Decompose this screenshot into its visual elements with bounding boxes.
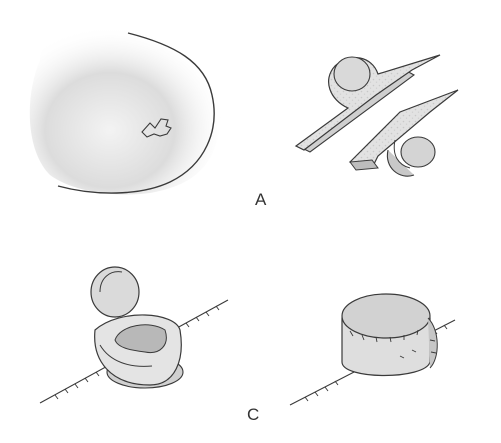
blob-shape [30, 25, 221, 194]
cylinder-structure [290, 294, 455, 405]
label-c: C [247, 405, 259, 425]
folded-sheets [296, 55, 458, 176]
rolled-structure [40, 267, 228, 403]
label-a: A [255, 190, 266, 210]
